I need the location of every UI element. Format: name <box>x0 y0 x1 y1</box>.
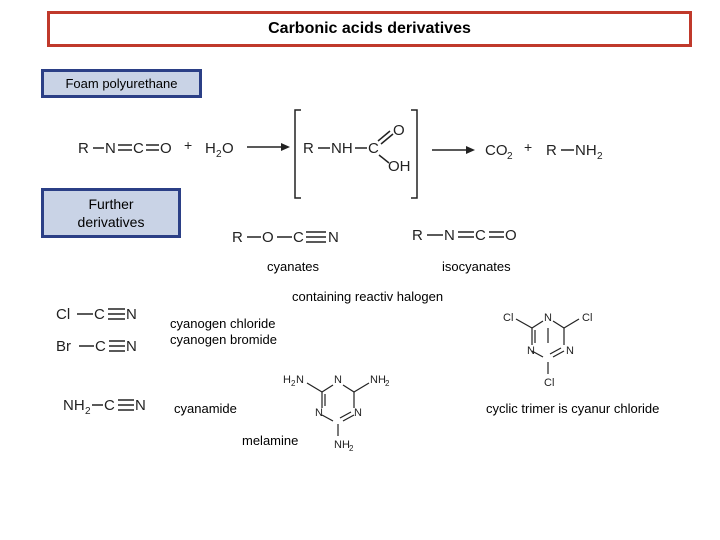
water-o: O <box>222 140 234 157</box>
cyanogen-chloride-label: cyanogen chloride <box>170 316 276 331</box>
reactant-o: O <box>160 140 172 157</box>
clcn-n: N <box>126 306 137 323</box>
page-title: Carbonic acids derivatives <box>268 20 471 37</box>
brcn-n: N <box>126 338 137 355</box>
cyanur-n-left: N <box>527 345 535 357</box>
cyanur-cl-bottom: Cl <box>544 377 554 389</box>
mel-nh2-bottom-sub: 2 <box>349 444 354 453</box>
nh2cn-nh: NH <box>63 397 85 414</box>
cyanates-label: cyanates <box>267 259 320 274</box>
reactant-r: R <box>78 140 89 157</box>
cyanate-c: C <box>293 229 304 246</box>
melamine-structure: H 2 N NH 2 N N N NH 2 <box>283 374 390 453</box>
right-bracket <box>411 109 418 199</box>
clcn-cl: Cl <box>56 306 70 323</box>
cyanogen-bromide-formula: Br C N <box>56 338 137 355</box>
water-h: H <box>205 140 216 157</box>
foam-polyurethane-label: Foam polyurethane <box>65 76 178 91</box>
int-r: R <box>303 140 314 157</box>
cyanate-r: R <box>232 229 243 246</box>
int-oh: OH <box>388 158 411 175</box>
cyanamide-label: cyanamide <box>174 401 237 416</box>
mel-h2n-n: N <box>296 374 304 386</box>
left-bracket <box>294 109 301 199</box>
co2-sub: 2 <box>507 151 513 162</box>
mel-h2n-sub: 2 <box>291 379 296 388</box>
nh2cn-n: N <box>135 397 146 414</box>
isocyanates-label: isocyanates <box>442 259 511 274</box>
water: H 2 O <box>205 140 234 160</box>
further-label-line1: Further <box>88 196 134 212</box>
amine-product: R NH 2 <box>546 142 603 162</box>
cyanogen-bromide-label: cyanogen bromide <box>170 332 277 347</box>
plus-sign-2: + <box>524 139 532 155</box>
co2-text: CO <box>485 142 508 159</box>
nh2cn-sub: 2 <box>85 406 91 417</box>
mel-nh2-right-sub: 2 <box>385 379 390 388</box>
halogen-label: containing reactiv halogen <box>292 289 444 304</box>
prod-nh: NH <box>575 142 597 159</box>
iso-r: R <box>412 227 423 244</box>
iso-n: N <box>444 227 455 244</box>
iso-o: O <box>505 227 517 244</box>
brcn-br: Br <box>56 338 71 355</box>
isocyanate-formula: R N C O <box>412 227 517 244</box>
iso-c: C <box>475 227 486 244</box>
mel-nh2-bottom: NH <box>334 439 350 451</box>
title-box: Carbonic acids derivatives <box>47 11 692 47</box>
further-label-line2: derivatives <box>77 214 145 230</box>
reactant-n: N <box>105 140 116 157</box>
cyanuric-chloride-structure: Cl Cl N N N Cl <box>503 312 592 389</box>
int-o: O <box>393 122 405 139</box>
cyanate-n: N <box>328 229 339 246</box>
foam-polyurethane-box: Foam polyurethane <box>41 69 202 98</box>
int-nh: NH <box>331 140 353 157</box>
melamine-label: melamine <box>242 433 299 448</box>
int-c: C <box>368 140 379 157</box>
mel-n-left: N <box>315 407 323 419</box>
arrow-head-1 <box>281 143 290 151</box>
brcn-c: C <box>95 338 106 355</box>
cyanate-o: O <box>262 229 274 246</box>
cyanur-n-right: N <box>566 345 574 357</box>
cyanogen-chloride-formula: Cl C N <box>56 306 137 323</box>
cyanur-chloride-label: cyclic trimer is cyanur chloride <box>486 401 660 416</box>
mel-n-top: N <box>334 374 342 386</box>
reactant-c: C <box>133 140 144 157</box>
clcn-c: C <box>94 306 105 323</box>
further-derivatives-box: Further derivatives <box>41 188 181 238</box>
nh2cn-c: C <box>104 397 115 414</box>
carbamic-acid-intermediate: R NH C O OH <box>294 109 418 199</box>
cyanur-cl-left: Cl <box>503 312 513 324</box>
prod-sub: 2 <box>597 151 603 162</box>
cyanur-n-top: N <box>544 312 552 324</box>
water-sub: 2 <box>216 149 222 160</box>
mel-h2n-h: H <box>283 374 291 386</box>
prod-r: R <box>546 142 557 159</box>
mel-n-right: N <box>354 407 362 419</box>
cyanate-formula: R O C N <box>232 229 339 246</box>
plus-sign-1: + <box>184 137 192 153</box>
co2-product: CO 2 <box>485 142 513 162</box>
cyanur-cl-right: Cl <box>582 312 592 324</box>
mel-nh2-right: NH <box>370 374 386 386</box>
isocyanate-reactant: R N C O <box>78 140 172 157</box>
cyanamide-formula: NH 2 C N <box>63 397 146 417</box>
arrow-head-2 <box>466 146 475 154</box>
